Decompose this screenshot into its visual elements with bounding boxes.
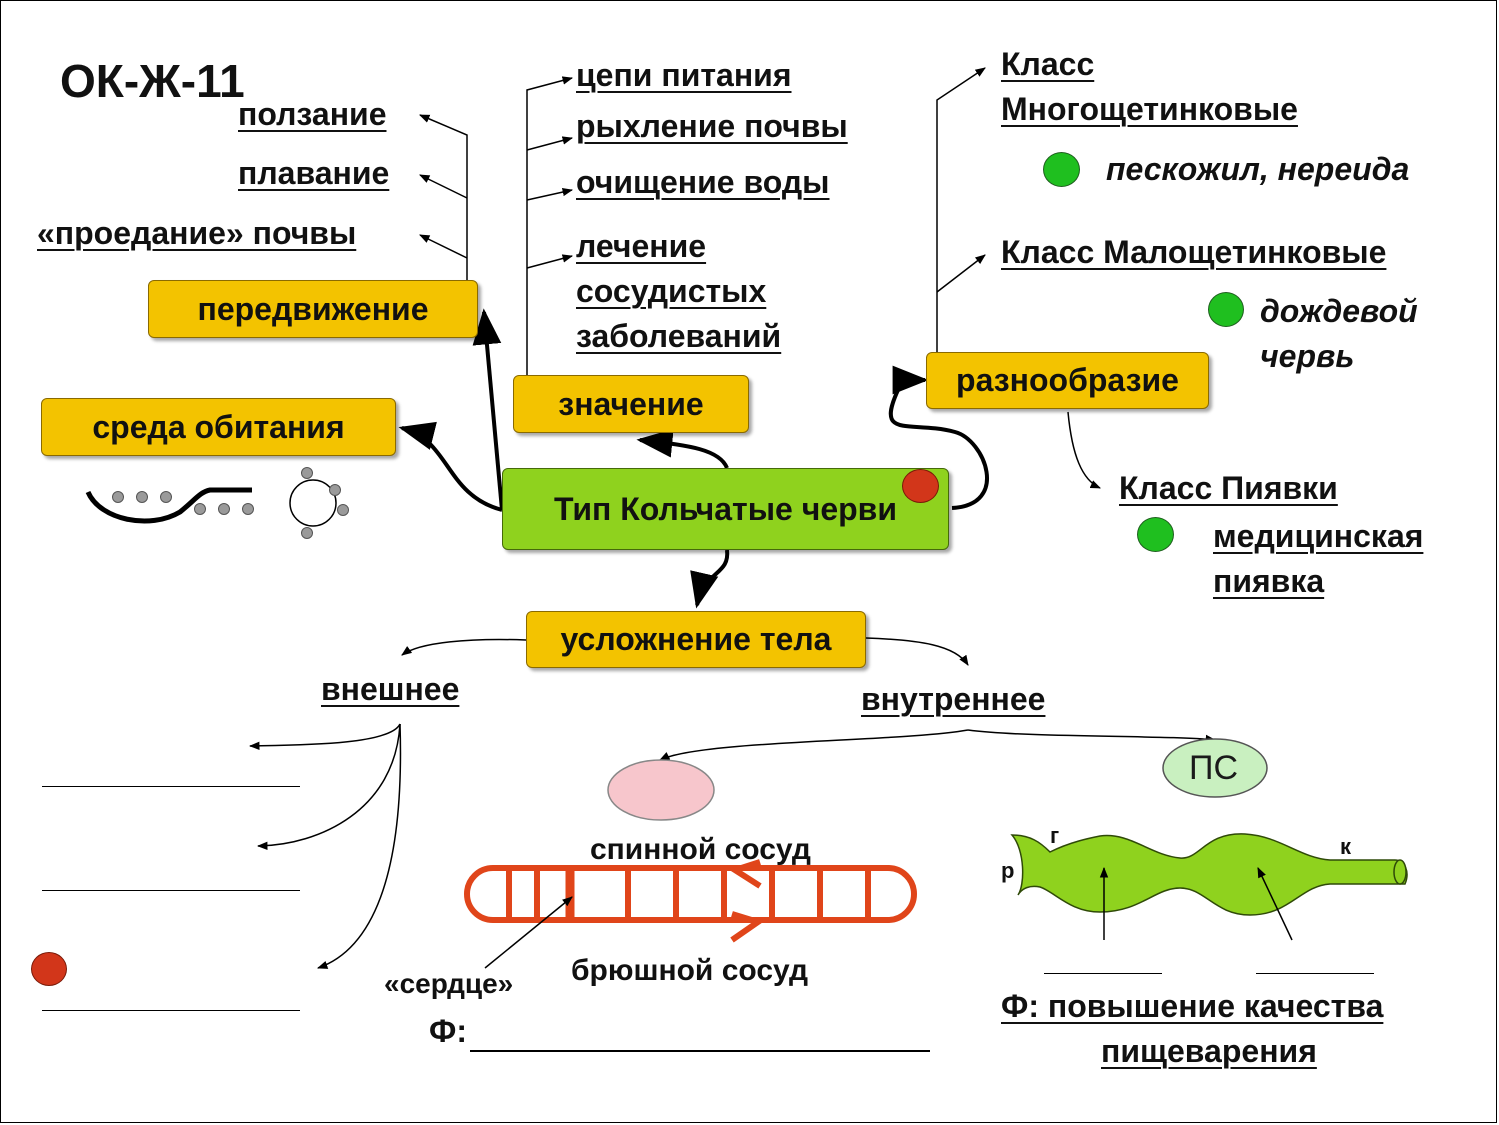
movement-type-burrowing: «проедание» почвы xyxy=(37,215,357,251)
node-movement: передвижение xyxy=(148,280,478,338)
label-mouth-r: р xyxy=(1001,858,1015,883)
answer-blank-line-3 xyxy=(42,1010,300,1011)
movement-connectors xyxy=(419,114,468,280)
movement-type-crawling: ползание xyxy=(238,96,387,132)
node-habitat: среда обитания xyxy=(41,398,396,456)
class-poly-title-line1: Класс xyxy=(1001,46,1095,82)
answer-blank-line-gut-2 xyxy=(1256,973,1374,974)
meaning-item-food-chains: цепи питания xyxy=(576,57,792,93)
habitat-burrow-icon xyxy=(85,487,254,524)
digestive-pointer-lines xyxy=(1099,866,1293,941)
diversity-connectors xyxy=(936,67,1101,489)
class-leech-example-line1: медицинская xyxy=(1213,518,1424,554)
circulatory-ladder-shape xyxy=(464,859,917,943)
meaning-connectors xyxy=(526,76,574,375)
meaning-item-treatment-line2: сосудистых xyxy=(576,273,767,309)
example-dot-leech xyxy=(1137,517,1174,552)
label-pharynx-g: г xyxy=(1050,823,1060,848)
node-meaning: значение xyxy=(513,375,749,433)
label-ns: ПС xyxy=(1189,749,1238,787)
branch-internal: внутреннее xyxy=(861,681,1046,717)
label-function-digestion-line2: пищеварения xyxy=(1101,1033,1317,1069)
example-dot-oligo xyxy=(1208,292,1244,327)
meaning-item-treatment-line3: заболеваний xyxy=(576,318,782,354)
answer-blank-line-function xyxy=(470,1050,930,1052)
central-connectors xyxy=(398,308,989,609)
meaning-item-soil-loosening: рыхление почвы xyxy=(576,108,848,144)
answer-blank-line-2 xyxy=(42,890,300,891)
label-dorsal-vessel: спинной сосуд xyxy=(590,833,811,866)
label-function-digestion-line1: Ф: повышение качества xyxy=(1001,988,1384,1024)
class-leech-example-line2: пиявка xyxy=(1213,563,1325,599)
red-marker-dot xyxy=(902,469,939,503)
answer-blank-line-1 xyxy=(42,786,300,787)
digestive-tract-shape xyxy=(1010,833,1408,916)
page-title: ОК-Ж-11 xyxy=(60,55,245,107)
heart-pointer-line xyxy=(484,896,573,969)
node-central-annelids: Тип Кольчатые черви xyxy=(502,468,949,550)
class-oligo-title: Класс Малощетинковые xyxy=(1001,234,1387,270)
ns-oval-shape xyxy=(1162,738,1268,798)
habitat-ring-icon xyxy=(289,467,349,539)
label-ventral-vessel: брюшной сосуд xyxy=(571,954,808,987)
label-function-circulation: Ф: xyxy=(429,1013,467,1049)
class-oligo-example-line1: дождевой xyxy=(1260,293,1418,329)
class-poly-example: пескожил, нереида xyxy=(1106,151,1410,187)
answer-blank-line-gut-1 xyxy=(1044,973,1162,974)
organ-ellipse-shape xyxy=(607,759,715,821)
red-marker-dot-lower xyxy=(31,952,67,986)
class-oligo-example-line2: червь xyxy=(1260,338,1355,374)
meaning-item-water-cleaning: очищение воды xyxy=(576,164,830,200)
class-leech-title: Класс Пиявки xyxy=(1119,470,1338,506)
complexity-connectors xyxy=(248,637,1217,969)
movement-type-swimming: плавание xyxy=(238,155,390,191)
meaning-item-treatment-line1: лечение xyxy=(576,228,707,264)
node-complexity: усложнение тела xyxy=(526,611,866,668)
class-poly-title-line2: Многощетинковые xyxy=(1001,91,1298,127)
branch-external: внешнее xyxy=(321,671,460,707)
label-gut-k: к xyxy=(1340,834,1352,859)
label-heart: «сердце» xyxy=(384,968,514,999)
example-dot-poly xyxy=(1043,152,1080,187)
node-diversity: разнообразие xyxy=(926,352,1209,409)
